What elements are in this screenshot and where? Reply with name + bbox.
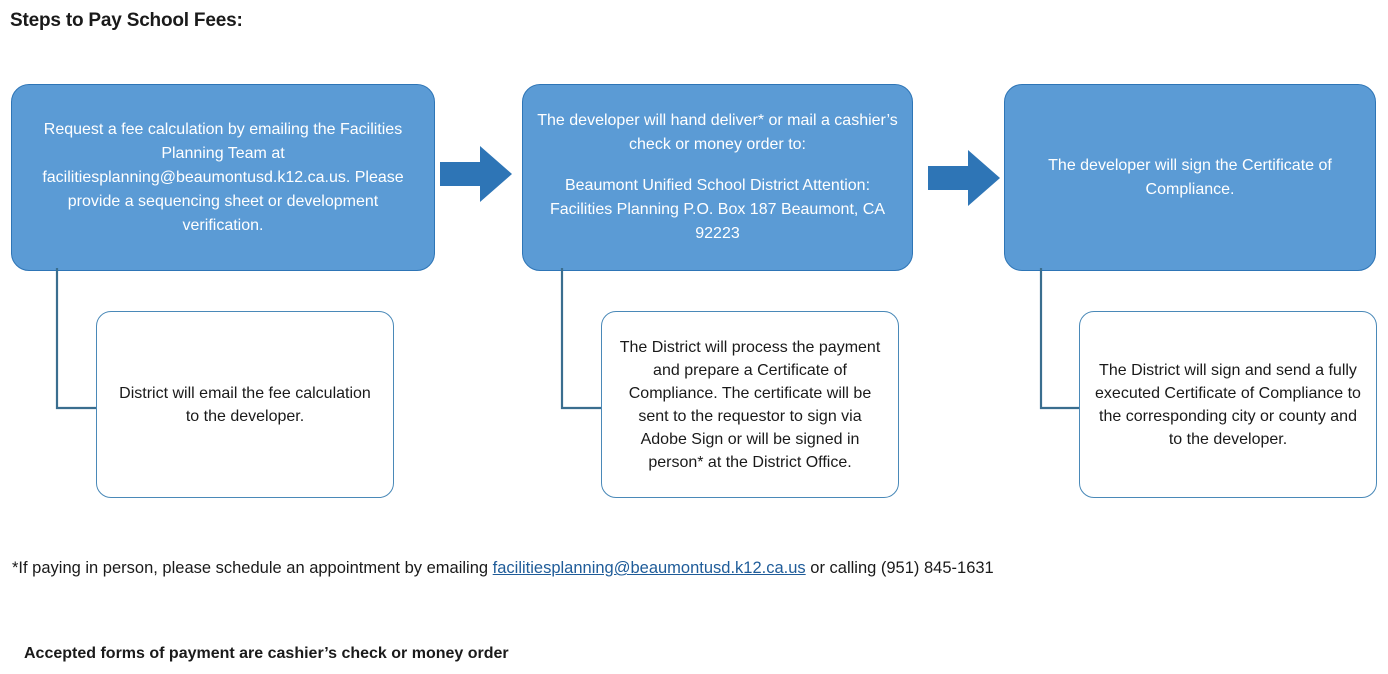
step-box-2-text-intro: The developer will hand deliver* or mail… bbox=[537, 112, 898, 153]
footnote: *If paying in person, please schedule an… bbox=[12, 559, 994, 578]
detail-box-2: The District will process the payment an… bbox=[601, 311, 899, 498]
right-arrow-icon bbox=[928, 150, 1000, 206]
step-box-2: The developer will hand deliver* or mail… bbox=[522, 84, 913, 271]
step-box-1-text: Request a fee calculation by emailing th… bbox=[42, 120, 404, 234]
step-box-3: The developer will sign the Certificate … bbox=[1004, 84, 1376, 271]
detail-box-3: The District will sign and send a fully … bbox=[1079, 311, 1377, 498]
detail-box-1: District will email the fee calculation … bbox=[96, 311, 394, 498]
footnote-email-link[interactable]: facilitiesplanning@beaumontusd.k12.ca.us bbox=[492, 559, 806, 577]
page-title: Steps to Pay School Fees: bbox=[10, 10, 243, 31]
step-box-1: Request a fee calculation by emailing th… bbox=[11, 84, 435, 271]
bottom-note: Accepted forms of payment are cashier’s … bbox=[24, 645, 509, 662]
right-arrow-icon bbox=[440, 146, 512, 202]
footnote-middle: or calling bbox=[805, 559, 881, 577]
footnote-phone: (951) 845-1631 bbox=[880, 559, 994, 577]
detail-box-1-text: District will email the fee calculation … bbox=[119, 384, 371, 425]
detail-box-3-text: The District will sign and send a fully … bbox=[1095, 361, 1361, 448]
step-box-3-text: The developer will sign the Certificate … bbox=[1048, 156, 1332, 198]
detail-box-2-text: The District will process the payment an… bbox=[619, 338, 881, 471]
footnote-prefix: *If paying in person, please schedule an… bbox=[12, 559, 493, 577]
step-box-2-text-address: Beaumont Unified School District Attenti… bbox=[550, 177, 885, 242]
